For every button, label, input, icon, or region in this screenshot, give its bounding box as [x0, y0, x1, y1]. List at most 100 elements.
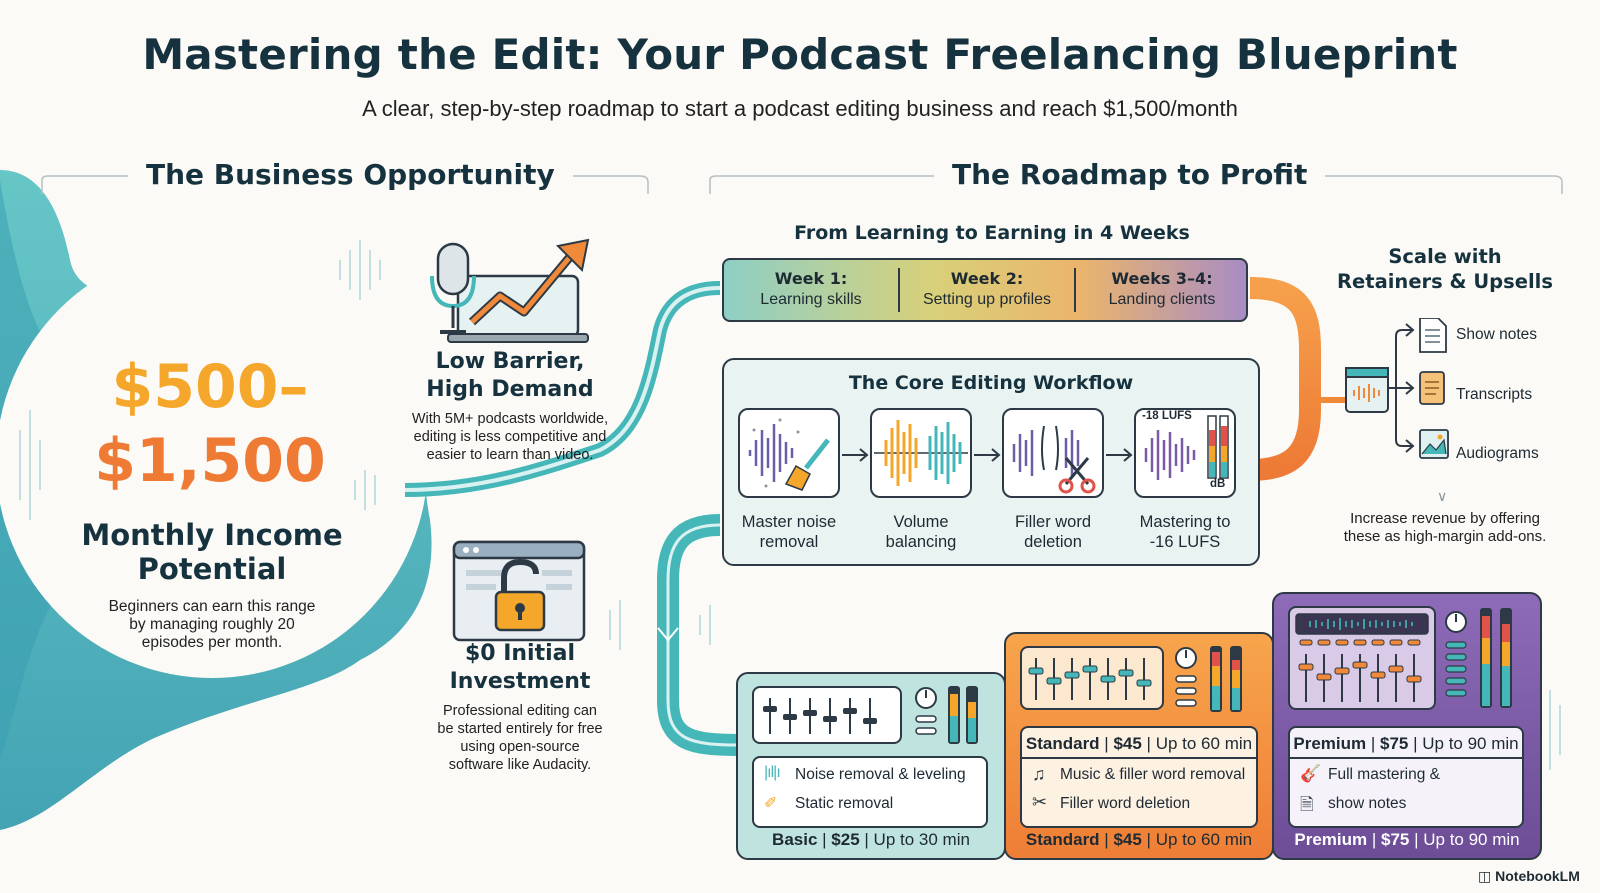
step-noise-removal-label: Master noise removal: [724, 512, 854, 552]
investment-desc-line4: software like Audacity.: [448, 757, 592, 773]
premium-knobs-meters-icon: [1445, 608, 1512, 708]
week-3-4-desc: Landing clients: [1108, 291, 1216, 308]
step-4-line1: Mastering to: [1139, 513, 1231, 531]
scale-heading-line1: Scale with: [1388, 245, 1502, 268]
mastering-tile: -18 LUFS dB: [1134, 408, 1236, 498]
waveform-scissors-icon: [1012, 425, 1096, 494]
investment-title-line1: $0 Initial: [464, 641, 576, 666]
basic-mixer-display: [752, 686, 902, 744]
upsell-show-notes: Show notes: [1456, 326, 1537, 343]
mixer-sliders-icon: [1295, 613, 1429, 702]
standard-feature-2: Filler word deletion: [1060, 795, 1191, 812]
income-range-low: $500–: [111, 352, 309, 422]
income-desc-line1: Beginners can earn this range: [108, 598, 316, 615]
standard-header-name: Standard: [1025, 734, 1100, 753]
barrier-description: With 5M+ podcasts worldwide, editing is …: [395, 410, 625, 464]
week-1-title: Week 1:: [774, 269, 848, 288]
premium-duration: Up to 90 min: [1423, 830, 1520, 849]
notebooklm-logo: ◫ NotebookLM: [1478, 868, 1580, 885]
separator: |: [1099, 734, 1114, 753]
tier-premium-label: Premium | $75 | Up to 90 min: [1272, 830, 1542, 850]
premium-header-price: $75: [1379, 734, 1409, 753]
basic-duration: Up to 30 min: [873, 830, 970, 849]
page-title: Mastering the Edit: Your Podcast Freelan…: [142, 30, 1458, 79]
tier-basic-label: Basic | $25 | Up to 30 min: [736, 830, 1006, 850]
barrier-title-line1: Low Barrier,: [435, 349, 585, 374]
separator: |: [817, 830, 832, 849]
income-range: $500– $1,500: [60, 350, 360, 498]
divider: [1288, 757, 1524, 759]
basic-feature-2: Static removal: [795, 795, 894, 812]
separator: |: [1366, 734, 1380, 753]
income-range-high: $1,500: [94, 426, 326, 496]
scissors-icon: ✂: [1032, 792, 1048, 812]
income-label-line1: Monthly Income: [81, 518, 343, 552]
guitar-icon: 🎸: [1300, 764, 1322, 783]
standard-feature-1: Music & filler word removal: [1060, 766, 1246, 783]
investment-desc-line1: Professional editing can: [443, 703, 597, 719]
basic-features-box: [752, 756, 988, 828]
branding-text: NotebookLM: [1495, 868, 1580, 884]
premium-header-duration: Up to 90 min: [1422, 734, 1519, 753]
workflow-arrows: [842, 448, 1133, 462]
meter-top-label: -18 LUFS: [1142, 410, 1192, 422]
week-1-desc: Learning skills: [760, 291, 862, 308]
standard-duration: Up to 60 min: [1155, 830, 1253, 849]
investment-title: $0 Initial Investment: [410, 640, 630, 696]
basic-price: $25: [831, 830, 860, 849]
barrier-desc-line1: With 5M+ podcasts worldwide,: [411, 411, 609, 427]
meter-unit-label: dB: [1210, 478, 1226, 490]
step-2-line2: balancing: [885, 533, 957, 551]
investment-title-line2: Investment: [449, 669, 591, 694]
scale-heading-line2: Retainers & Upsells: [1337, 270, 1553, 293]
separator: |: [1367, 830, 1381, 849]
income-description: Beginners can earn this range by managin…: [62, 598, 362, 652]
waveform-brush-icon: [748, 418, 830, 491]
upsell-audiograms: Audiograms: [1456, 445, 1539, 462]
premium-price: $75: [1380, 830, 1410, 849]
income-label-line2: Potential: [137, 552, 287, 586]
barrier-desc-line2: editing is less competitive and: [413, 429, 607, 445]
timeline-week-3-4: Weeks 3–4: Landing clients: [1076, 269, 1248, 310]
document-icon: 🗎: [1300, 795, 1314, 814]
tier-premium-header: Premium | $75 | Up to 90 min: [1288, 734, 1524, 754]
scale-description: Increase revenue by offering these as hi…: [1320, 510, 1570, 546]
upsell-branches: [1345, 318, 1449, 459]
separator: |: [1141, 830, 1156, 849]
separator: |: [1409, 830, 1424, 849]
separator: |: [1408, 734, 1423, 753]
timeline-heading: From Learning to Earning in 4 Weeks: [794, 222, 1190, 244]
divider: [1020, 757, 1258, 759]
week-3-4-title: Weeks 3–4:: [1111, 269, 1213, 288]
workflow-heading: The Core Editing Workflow: [848, 372, 1134, 394]
step-volume-label: Volume balancing: [856, 512, 986, 552]
tier-standard-header: Standard | $45 | Up to 60 min: [1020, 734, 1258, 754]
mixer-sliders-icon: [763, 698, 877, 734]
timeline-bar: Week 1: Learning skills Week 2: Setting …: [722, 258, 1248, 322]
timeline-week-2: Week 2: Setting up profiles: [900, 269, 1074, 310]
step-mastering-label: Mastering to -16 LUFS: [1120, 512, 1250, 552]
mixer-sliders-icon: [1028, 658, 1152, 700]
scale-desc-line2: these as high-margin add-ons.: [1343, 528, 1547, 545]
premium-features-box: [1288, 726, 1524, 828]
loudness-meter-icon: [1144, 415, 1229, 480]
standard-mixer-display: [1020, 646, 1164, 710]
section-heading-opportunity: The Business Opportunity: [128, 158, 573, 191]
section-heading-roadmap: The Roadmap to Profit: [934, 158, 1326, 191]
premium-feature-2: show notes: [1328, 795, 1407, 812]
step-4-line2: -16 LUFS: [1149, 533, 1221, 551]
page-subtitle: A clear, step-by-step roadmap to start a…: [362, 96, 1238, 121]
income-desc-line2: by managing roughly 20: [129, 616, 295, 633]
separator: |: [859, 830, 874, 849]
premium-header-name: Premium: [1293, 734, 1367, 753]
standard-header-duration: Up to 60 min: [1155, 734, 1253, 753]
separator: |: [1141, 734, 1156, 753]
tier-standard-label: Standard | $45 | Up to 60 min: [1004, 830, 1274, 850]
premium-feature-1: Full mastering &: [1328, 766, 1440, 783]
unlocked-padlock-icon: [452, 540, 586, 642]
investment-desc-line3: using open-source: [460, 739, 580, 755]
notebooklm-icon: ◫: [1478, 868, 1492, 884]
noise-removal-tile: [738, 408, 840, 498]
barrier-title: Low Barrier, High Demand: [400, 348, 620, 404]
